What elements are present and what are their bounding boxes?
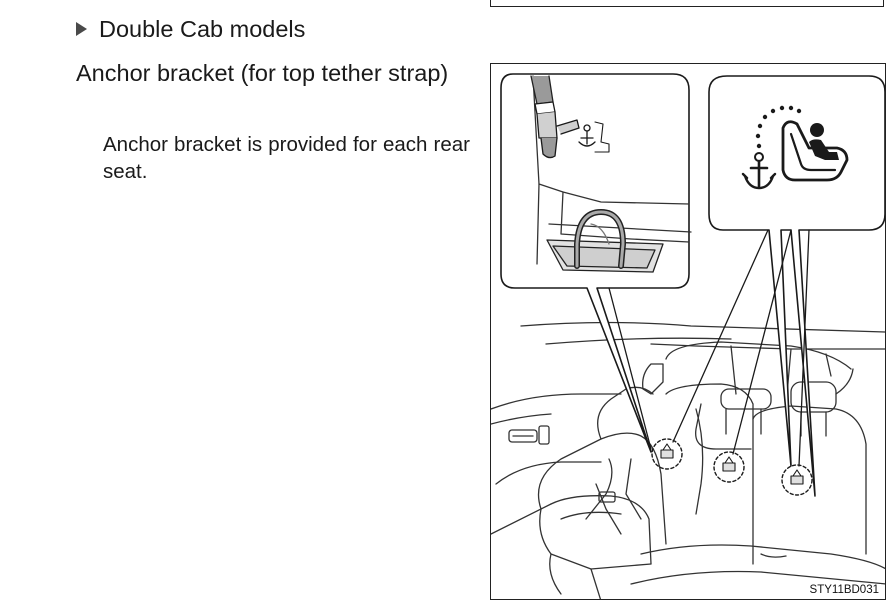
illustration-drawing xyxy=(491,73,885,599)
section-heading: Double Cab models xyxy=(76,14,305,44)
figure-code: STY11BD031 xyxy=(807,584,881,596)
body-paragraph: Anchor bracket is provided for each rear… xyxy=(103,133,470,183)
previous-figure-frame xyxy=(490,0,884,7)
bracket-closeup-inset xyxy=(500,73,692,453)
tether-anchor-glyphs xyxy=(660,443,804,485)
anchor-bracket-illustration: STY11BD031 xyxy=(490,63,886,600)
tether-anchor-markers xyxy=(651,438,813,496)
subheading: Anchor bracket (for top tether strap) xyxy=(76,60,449,86)
triangle-right-icon xyxy=(76,22,87,36)
anchor-symbol-inset xyxy=(708,75,885,497)
section-heading-text: Double Cab models xyxy=(99,16,306,42)
rear-seat-scene xyxy=(491,321,885,599)
